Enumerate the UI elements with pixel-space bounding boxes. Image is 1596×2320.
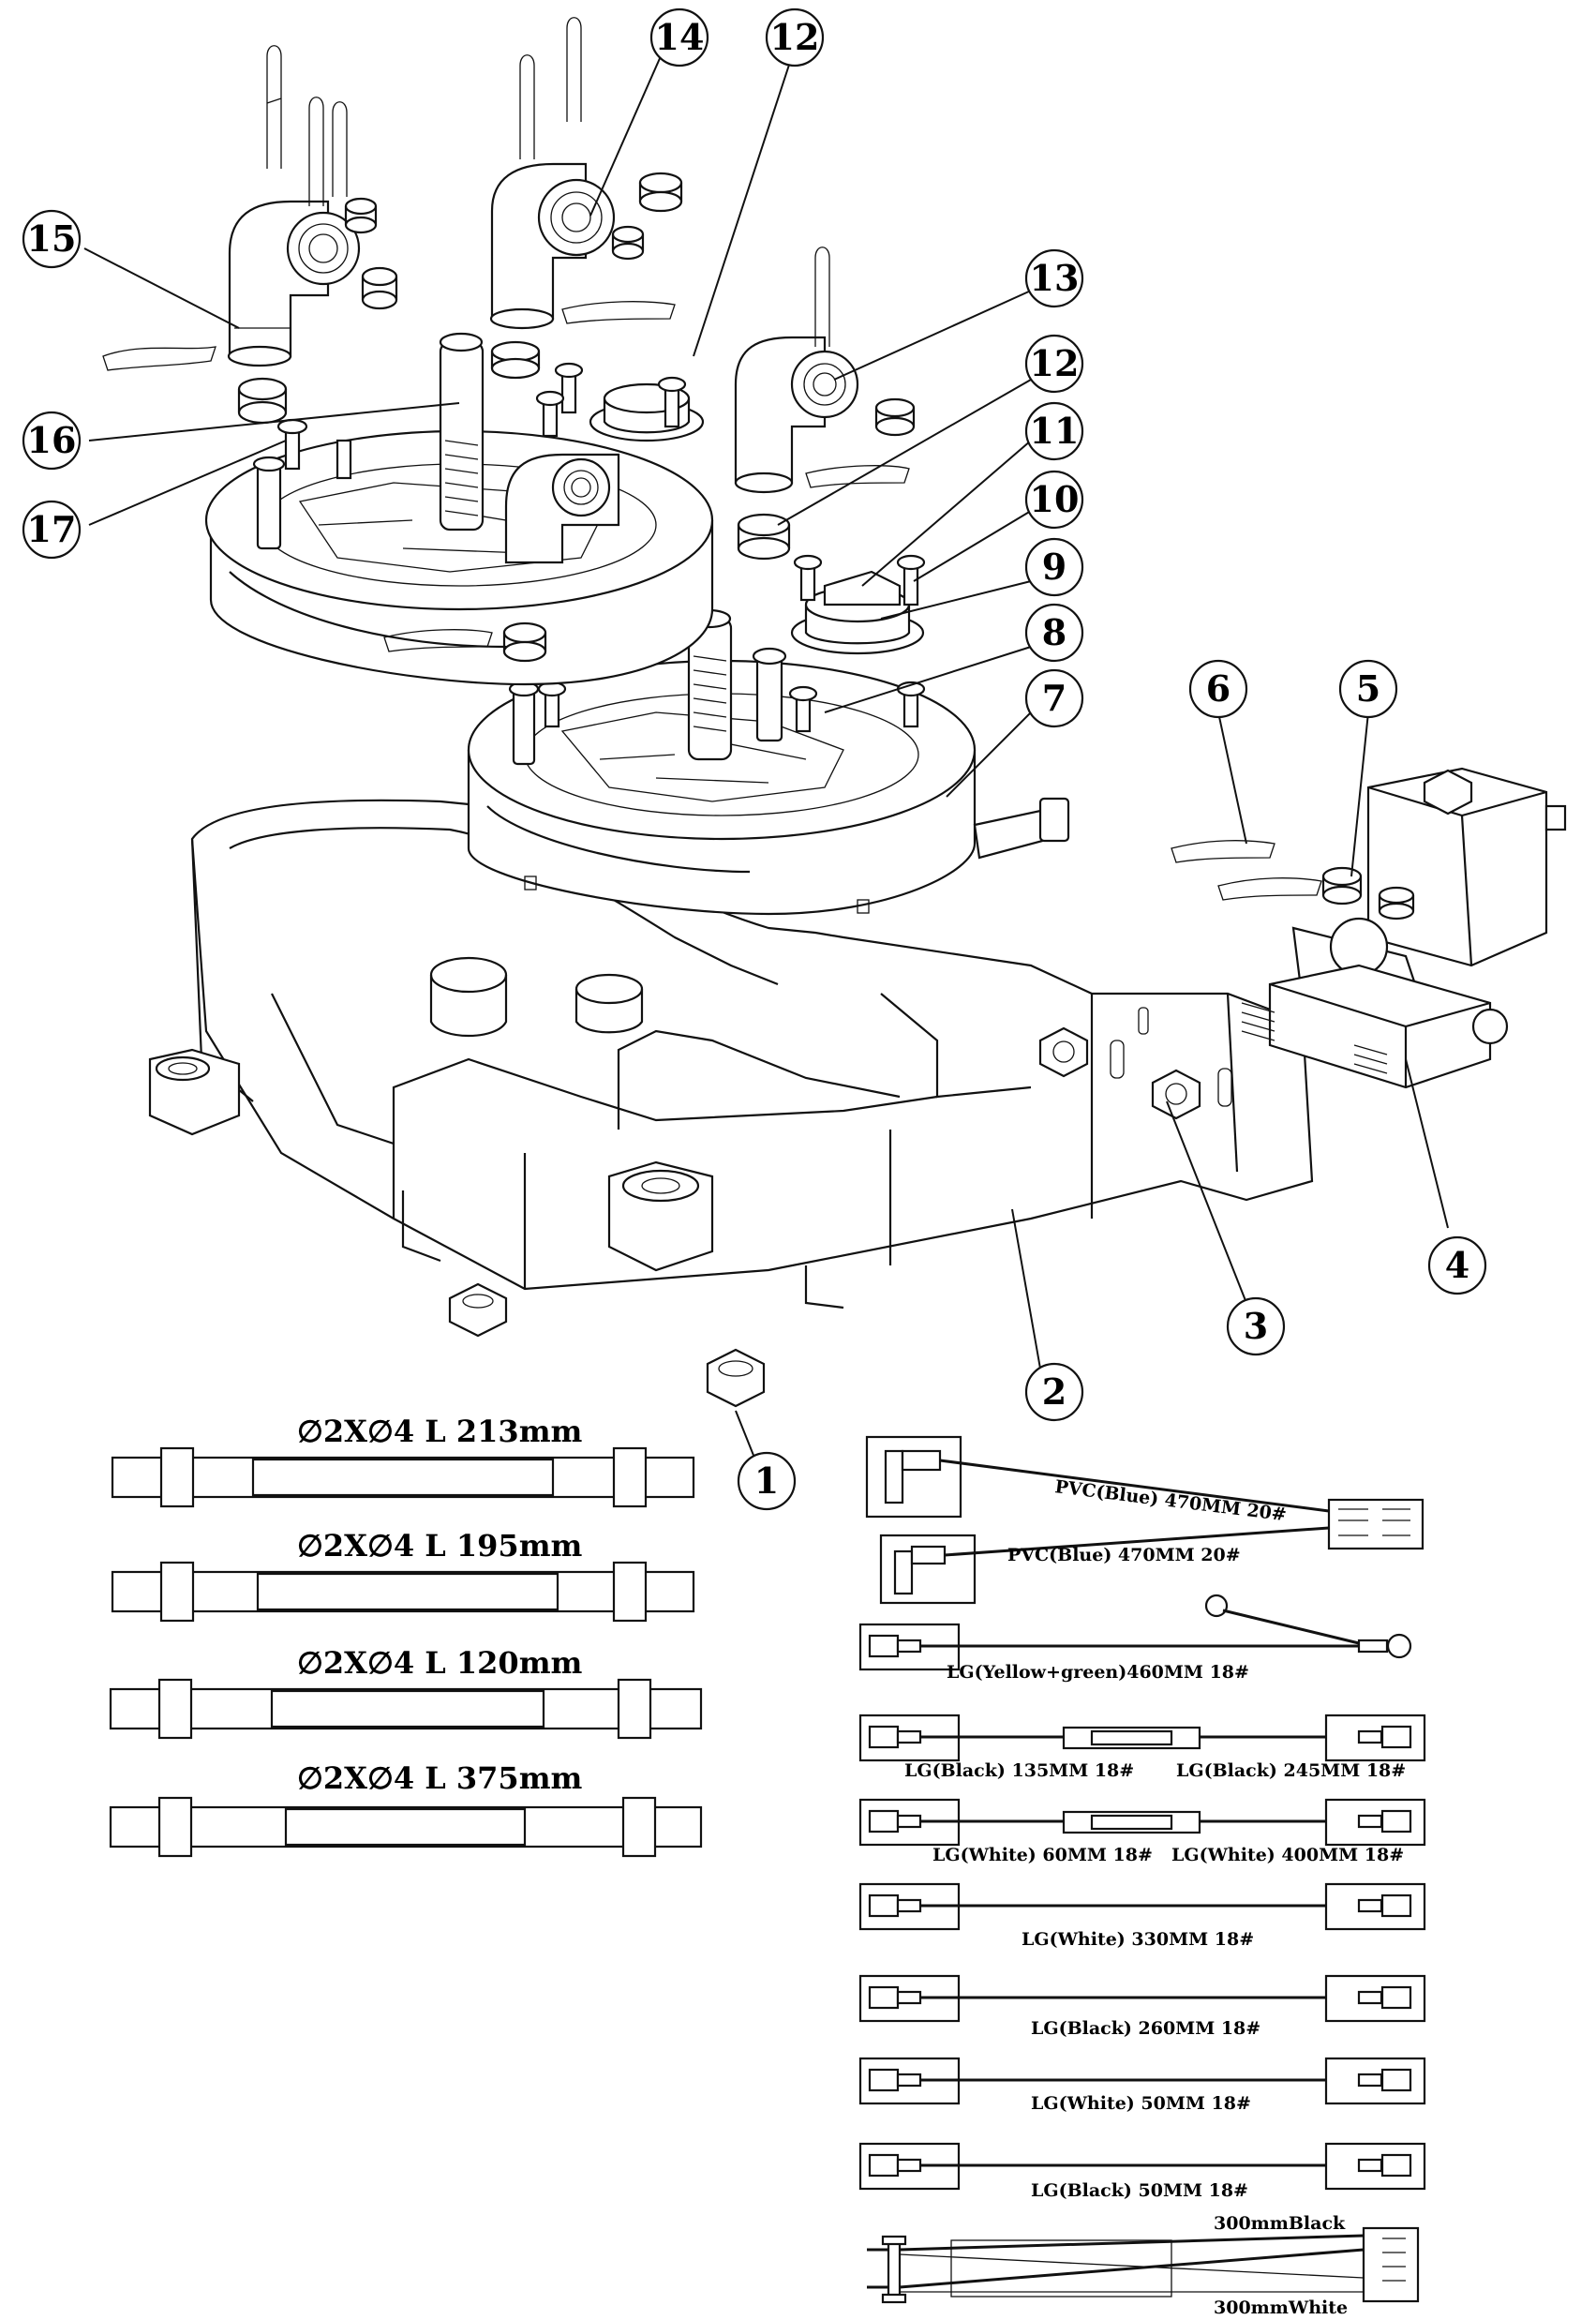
spring-clips	[102, 17, 1322, 901]
svg-text:∅2X∅4 L 120mm: ∅2X∅4 L 120mm	[297, 1645, 583, 1681]
svg-text:300mmWhite: 300mmWhite	[1214, 2298, 1348, 2318]
svg-text:LG(Yellow+green)460MM 18#: LG(Yellow+green)460MM 18#	[947, 1662, 1249, 1683]
callout-1: 1	[737, 1451, 797, 1511]
tube-375mm: ∅2X∅4 L 375mm	[109, 1760, 703, 1858]
svg-text:12: 12	[770, 16, 820, 58]
svg-text:13: 13	[1030, 257, 1080, 299]
svg-text:LG(Black) 245MM 18#: LG(Black) 245MM 18#	[1176, 1760, 1406, 1781]
hex-nut-part-3	[1151, 1069, 1201, 1120]
svg-text:4: 4	[1445, 1244, 1469, 1286]
callout-5: 5	[1338, 659, 1398, 719]
svg-text:9: 9	[1042, 546, 1066, 588]
wire-label-pvc-lower: PVC(Blue) 470MM 20#	[1007, 1545, 1241, 1565]
leader-lines	[83, 55, 1449, 1459]
wire-label-pvc-upper: PVC(Blue) 470MM 20#	[1053, 1476, 1287, 1525]
svg-text:15: 15	[27, 217, 77, 260]
svg-text:1: 1	[754, 1459, 779, 1502]
svg-text:16: 16	[27, 419, 77, 461]
tube-120mm: ∅2X∅4 L 120mm	[109, 1645, 703, 1740]
svg-text:2: 2	[1042, 1370, 1066, 1413]
silicone-tubes: ∅2X∅4 L 213mm ∅2X∅4 L 195mm ∅2X∅4 L 120m…	[109, 1414, 703, 1858]
svg-text:LG(Black) 50MM 18#: LG(Black) 50MM 18#	[1031, 2180, 1248, 2201]
callout-11: 11	[1024, 401, 1084, 461]
white-330mm-wire: LG(White) 330MM 18#	[858, 1882, 1426, 1950]
wire-harnesses: PVC(Blue) 470MM 20# PVC(Blue) 470MM 20# …	[858, 1435, 1426, 2318]
callout-12-right: 12	[1024, 334, 1084, 394]
tube-213mm: ∅2X∅4 L 213mm	[111, 1414, 695, 1508]
callouts: 1 2 3 4 5 6 7 8	[22, 7, 1487, 1511]
assembly-drawing	[83, 17, 1567, 1459]
svg-text:17: 17	[27, 508, 77, 550]
base-housing-part-2	[148, 799, 1314, 1310]
svg-text:8: 8	[1042, 611, 1066, 653]
svg-text:7: 7	[1042, 677, 1066, 719]
svg-text:LG(White) 400MM 18#: LG(White) 400MM 18#	[1171, 1845, 1404, 1865]
svg-text:5: 5	[1356, 667, 1380, 710]
callout-15: 15	[22, 209, 82, 269]
callout-6: 6	[1188, 659, 1248, 719]
elbow-fitting-part-15	[227, 200, 361, 367]
svg-text:14: 14	[655, 16, 705, 58]
black-260mm-wire: LG(Black) 260MM 18#	[858, 1974, 1426, 2039]
svg-text:LG(Black) 260MM 18#: LG(Black) 260MM 18#	[1031, 2018, 1260, 2039]
callout-8: 8	[1024, 603, 1084, 663]
svg-text:10: 10	[1030, 478, 1080, 520]
callout-4: 4	[1427, 1235, 1487, 1295]
callout-9: 9	[1024, 537, 1084, 597]
svg-text:∅2X∅4 L 213mm: ∅2X∅4 L 213mm	[297, 1414, 583, 1449]
callout-2: 2	[1024, 1362, 1084, 1422]
hex-nut-part-1	[448, 1282, 766, 1408]
callout-16: 16	[22, 411, 82, 471]
washer-part-5	[1321, 866, 1363, 906]
callout-7: 7	[1024, 668, 1084, 728]
black-split-wire: LG(Black) 135MM 18# LG(Black) 245MM 18#	[858, 1714, 1426, 1781]
svg-text:LG(White) 330MM 18#: LG(White) 330MM 18#	[1022, 1929, 1254, 1950]
black-50mm-wire: LG(Black) 50MM 18#	[858, 2142, 1426, 2201]
tube-195mm: ∅2X∅4 L 195mm	[111, 1528, 695, 1623]
svg-text:11: 11	[1030, 410, 1080, 452]
ground-wire-yellow-green: LG(Yellow+green)460MM 18#	[858, 1594, 1412, 1683]
callout-3: 3	[1226, 1296, 1286, 1356]
svg-text:∅2X∅4 L 195mm: ∅2X∅4 L 195mm	[297, 1528, 583, 1564]
white-50mm-wire: LG(White) 50MM 18#	[858, 2057, 1426, 2114]
thermostat-part-11	[790, 554, 926, 655]
svg-text:300mmBlack: 300mmBlack	[1214, 2213, 1346, 2234]
callout-10: 10	[1024, 470, 1084, 530]
svg-text:3: 3	[1244, 1305, 1268, 1347]
sensor-harness: 300mmBlack 300mmWhite	[867, 2213, 1420, 2318]
sleeves-part-12	[237, 172, 916, 663]
svg-text:LG(Black) 135MM 18#: LG(Black) 135MM 18#	[904, 1760, 1134, 1781]
callout-14: 14	[649, 7, 709, 67]
solenoid-valve-part-4	[1241, 767, 1567, 1089]
pvc-blue-wires: PVC(Blue) 470MM 20# PVC(Blue) 470MM 20#	[865, 1435, 1424, 1605]
svg-text:6: 6	[1206, 667, 1231, 710]
elbow-fitting-part-13	[734, 336, 859, 494]
upper-thermoblock	[204, 332, 714, 686]
svg-text:12: 12	[1030, 342, 1080, 384]
elbow-fitting-part-14	[489, 162, 616, 330]
white-split-wire: LG(White) 60MM 18# LG(White) 400MM 18#	[858, 1798, 1426, 1865]
callout-12-top: 12	[765, 7, 825, 67]
callout-17: 17	[22, 500, 82, 560]
svg-text:LG(White) 60MM 18#: LG(White) 60MM 18#	[932, 1845, 1153, 1865]
callout-13: 13	[1024, 248, 1084, 308]
svg-text:∅2X∅4 L 375mm: ∅2X∅4 L 375mm	[297, 1760, 583, 1796]
svg-text:LG(White) 50MM 18#: LG(White) 50MM 18#	[1031, 2093, 1251, 2114]
